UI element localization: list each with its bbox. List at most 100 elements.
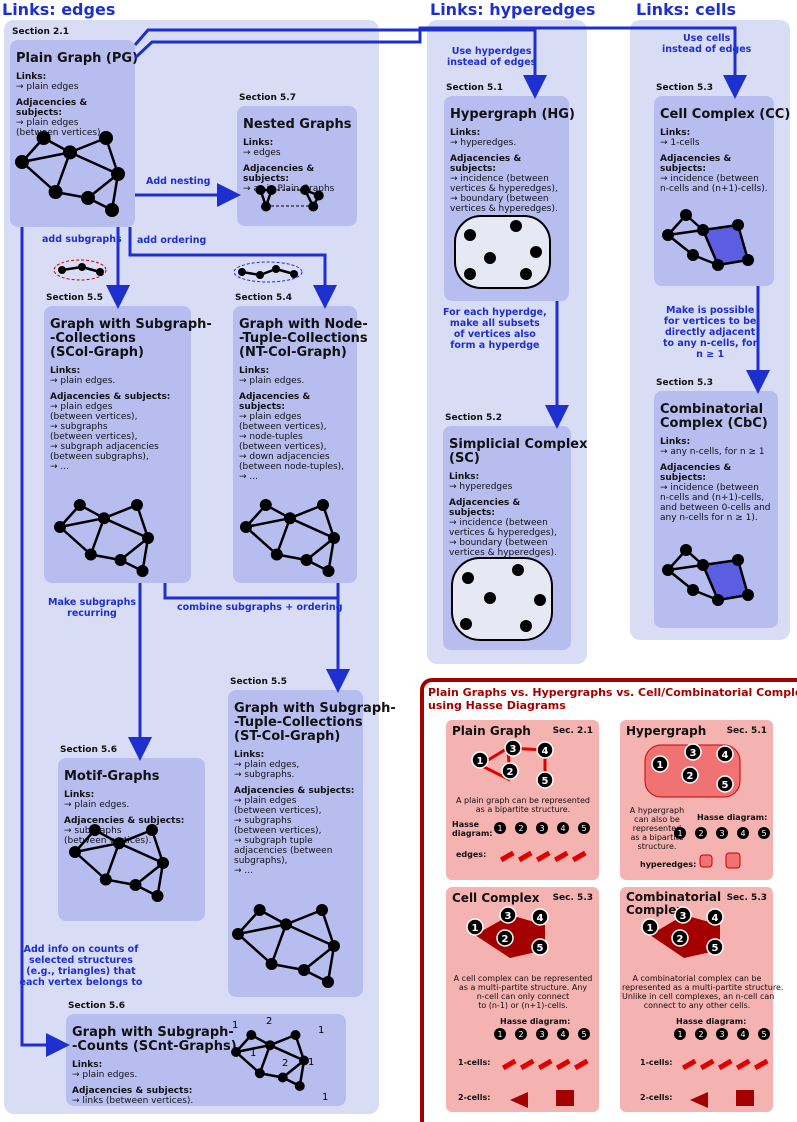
scnt-graph-vertex xyxy=(265,1040,275,1051)
scnt-graph-vertex xyxy=(294,1081,305,1091)
cc-hnode xyxy=(494,1028,506,1040)
hasse-hg-node-label: 1 xyxy=(657,760,664,771)
header-cells: Links: cells xyxy=(636,0,737,19)
sc-vertex xyxy=(512,564,524,576)
sc-vertex xyxy=(520,620,532,632)
cc-hnode xyxy=(515,1028,527,1040)
sc-vertex xyxy=(460,618,472,630)
cbc-1cell-mark xyxy=(681,1058,697,1071)
hasse-cbc-node-label: 2 xyxy=(677,934,684,945)
count-label: 1 xyxy=(232,1020,238,1031)
tuple-hint-graph-vertex xyxy=(290,270,298,278)
stcol-graph-edge xyxy=(237,923,287,936)
cc-line: → incidence (between xyxy=(660,174,759,184)
cbc-graph-vertex xyxy=(687,584,699,596)
hg-hnode-label: 2 xyxy=(698,829,703,838)
hg-line: → hyperedges. xyxy=(450,138,517,148)
cbc-graph-vertex xyxy=(697,559,709,571)
hasse-cc-l2: 1-cells: xyxy=(458,1058,491,1067)
ntcol-graph-vertex xyxy=(259,499,272,511)
stcol-line: → plain edges xyxy=(234,796,297,806)
hasse-pg-node-label: 5 xyxy=(542,776,549,787)
hasse-cc-node-label: 4 xyxy=(537,913,544,924)
pg-hnode xyxy=(494,822,506,834)
hasse-pg-node xyxy=(536,771,554,789)
cc-2cell-mark xyxy=(556,1090,574,1106)
pg-graph-vertex xyxy=(111,167,125,181)
cbc-1cell-mark xyxy=(735,1058,751,1071)
hasse-pg-node xyxy=(536,741,554,759)
hasse-cbc-l2: 1-cells: xyxy=(640,1058,673,1067)
cc-graph-vertex xyxy=(687,249,699,261)
hasse-cbc-node xyxy=(706,908,724,926)
count-label: 1 xyxy=(322,1092,328,1103)
pg-edge-mark xyxy=(571,850,587,863)
motif-graph-edge xyxy=(104,842,121,880)
hasse-pg-l1: Hasse diagram: xyxy=(452,820,493,838)
cbc-hnode xyxy=(716,1028,728,1040)
pg-hnode xyxy=(557,822,569,834)
cc-line: n-cells and (n+1)-cells). xyxy=(660,184,768,194)
count-label: 2 xyxy=(282,1058,288,1069)
hasse-hg-node-label: 4 xyxy=(722,750,729,761)
hasse-hg-node-label: 2 xyxy=(687,771,694,782)
sc-blob xyxy=(451,557,553,641)
ntcol-line: Links: xyxy=(239,366,270,376)
cc-graph-vertex xyxy=(732,219,744,231)
hasse-cc-desc: A cell complex can be represented as a m… xyxy=(453,974,593,1010)
cc-hnode xyxy=(536,1028,548,1040)
hasse-cc-node xyxy=(466,918,484,936)
hasse-title: Plain Graphs vs. Hypergraphs vs. Cell/Co… xyxy=(428,686,797,712)
stcol-graph-edge xyxy=(237,933,273,965)
scol-graph-vertex xyxy=(73,499,86,511)
ntcol-graph-vertex xyxy=(317,499,329,511)
ntcol-graph-vertex xyxy=(328,532,340,544)
scnt-line: Links: xyxy=(72,1060,103,1070)
pg-graph-edge xyxy=(21,151,71,164)
hasse-cc-node xyxy=(531,908,549,926)
ntcol-graph-vertex xyxy=(322,565,335,577)
arrow-pg-ntcol xyxy=(128,227,337,309)
ann-make-recurring: Make subgraphs recurring xyxy=(48,597,137,619)
scol-line: Links: xyxy=(50,366,81,376)
stcol-graph-vertex xyxy=(316,904,328,916)
cbc-graph-edge xyxy=(701,564,720,601)
hg-hnode xyxy=(674,827,686,839)
nested-line: Links: xyxy=(243,138,274,148)
scnt-line: Adjacencies & subjects: xyxy=(72,1086,193,1096)
scol-graph-vertex xyxy=(114,554,127,566)
cc-graph-vertex xyxy=(697,224,709,236)
hasse-hg-desc: A hypergraph can also be represented as … xyxy=(629,806,685,851)
pg-graph-vertex xyxy=(99,131,113,145)
hasse-hg-name: Hypergraph xyxy=(626,724,707,738)
scol-line: → subgraph adjacencies xyxy=(50,442,159,452)
ann-each-hyperedge: For each hyperdge, make all subsets of v… xyxy=(443,307,547,351)
pg-graph-edge xyxy=(54,151,72,193)
hg-hnode-label: 1 xyxy=(677,829,682,838)
motif-graph-vertex xyxy=(129,879,142,891)
stcol-graph-vertex xyxy=(232,928,244,940)
scol-graph-vertex xyxy=(98,512,110,525)
hasse-frame xyxy=(420,678,797,1122)
hasse-cbc-node-label: 1 xyxy=(647,923,654,934)
cc-1cell-mark xyxy=(519,1058,535,1071)
cc-1cell-mark xyxy=(573,1058,589,1071)
scnt-graph-vertex xyxy=(231,1047,241,1057)
cbc-line: → any n-cells, for n ≥ 1 xyxy=(660,447,765,457)
cbc-hnode xyxy=(737,1028,749,1040)
hg-vertex xyxy=(484,252,496,264)
scol-graph-edge xyxy=(59,516,105,529)
header-edges: Links: edges xyxy=(2,0,116,19)
cbc-line: → incidence (between xyxy=(660,483,759,493)
scnt-graph-edge xyxy=(235,1043,271,1054)
hasse-cbc-name: Combinatorial Complex xyxy=(626,890,722,917)
pg-edge-mark xyxy=(535,850,551,863)
ann-make-possible: Make is possible for vertices to be dire… xyxy=(663,305,758,360)
pg-graph-vertex xyxy=(15,155,29,169)
pg-line: → plain edges xyxy=(16,82,79,92)
hg-hyper-mark xyxy=(725,852,741,869)
pg-edge-mark xyxy=(517,850,533,863)
ntcol-graph-vertex xyxy=(240,521,252,533)
pg-line: → plain edges xyxy=(16,118,79,128)
cbc-hnode xyxy=(758,1028,770,1040)
